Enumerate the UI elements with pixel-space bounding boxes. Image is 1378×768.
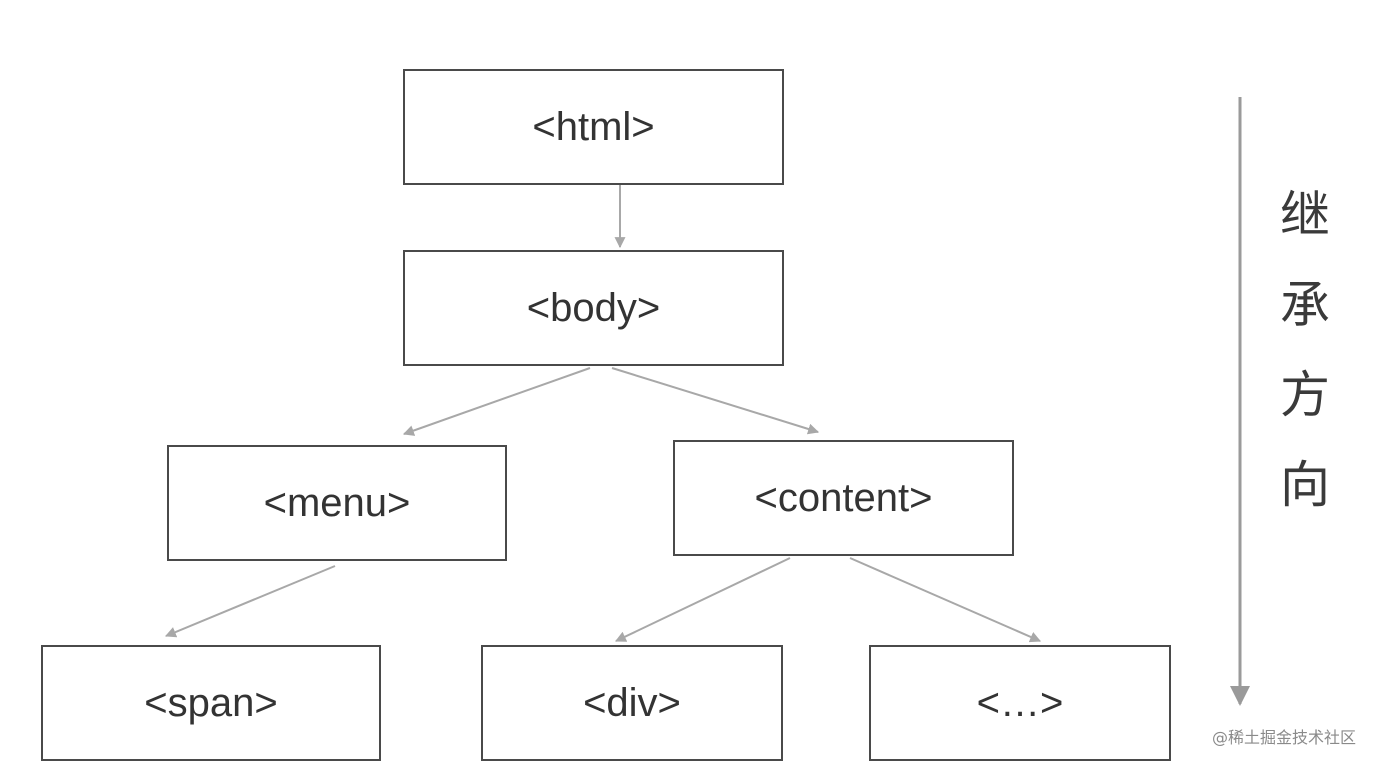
direction-char: 向 (1280, 456, 1330, 514)
edge-menu-span (164, 565, 336, 638)
watermark: @稀土掘金技术社区 (1211, 728, 1356, 747)
node-menu: <menu> (167, 445, 507, 561)
node-span: <span> (41, 645, 381, 761)
direction-char: 继 (1280, 186, 1330, 244)
direction-char: 承 (1280, 276, 1330, 334)
direction-char: 方 (1280, 366, 1330, 424)
edge-body-menu (402, 367, 591, 436)
node-more: <…> (869, 645, 1171, 761)
node-content: <content> (673, 440, 1014, 556)
edge-content-more (849, 557, 1042, 643)
node-div: <div> (481, 645, 783, 761)
node-body: <body> (403, 250, 784, 366)
edge-content-div (615, 557, 791, 642)
direction-label: 继 承 方 向 (1270, 170, 1340, 530)
edge-body-content (611, 367, 820, 435)
node-html: <html> (403, 69, 784, 185)
